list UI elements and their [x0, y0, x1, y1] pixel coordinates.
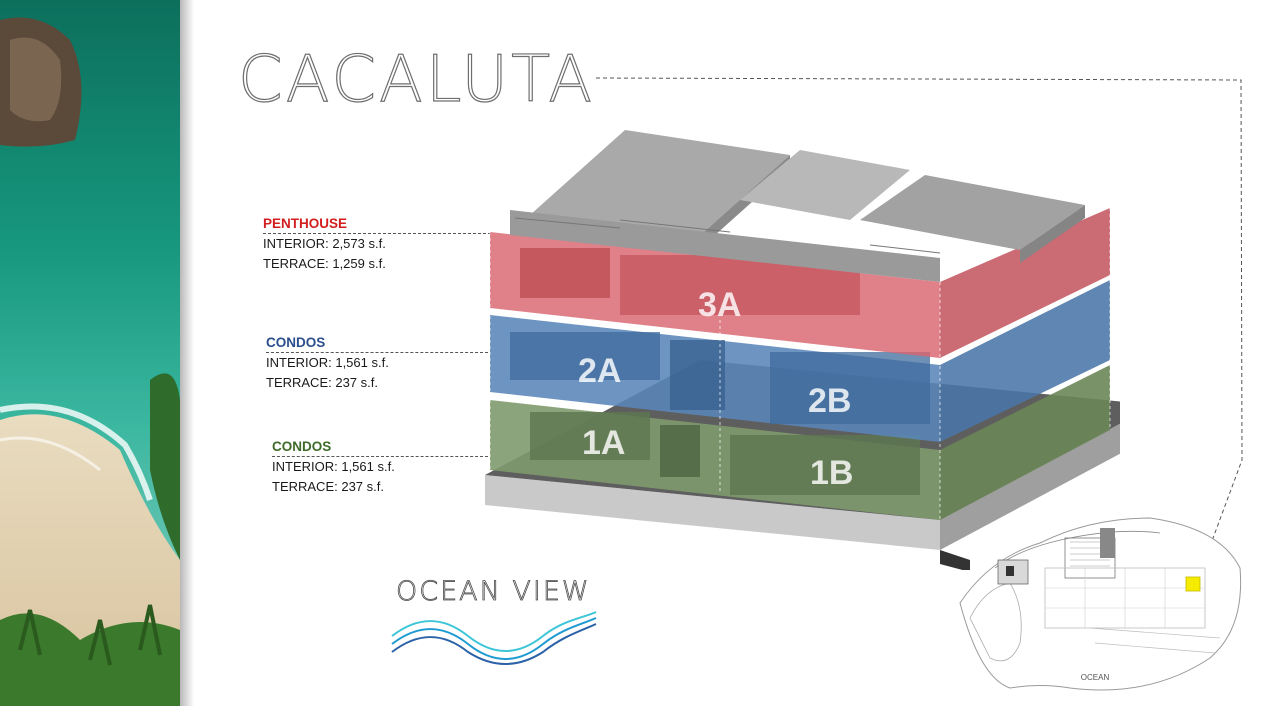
level-interior: INTERIOR: 1,561 s.f.	[272, 459, 395, 474]
beach-photo	[0, 0, 180, 706]
site-plan: OCEAN	[959, 517, 1242, 691]
leader-dash	[272, 456, 488, 457]
level-heading: PENTHOUSE	[263, 216, 348, 231]
plinth-side	[940, 423, 1120, 550]
leader-dash	[266, 352, 488, 353]
level-heading: CONDOS	[266, 335, 326, 350]
level-interior: INTERIOR: 1,561 s.f.	[266, 355, 389, 370]
roof-left	[530, 130, 790, 240]
unit-tag-1a: 1A	[582, 424, 625, 462]
waves-icon	[391, 611, 597, 665]
photo-shadow	[180, 0, 194, 706]
site-plan-ocean-label: OCEAN	[1081, 673, 1110, 682]
level-2-side	[940, 280, 1110, 442]
level-label-penthouse: PENTHOUSE INTERIOR: 2,573 s.f. TERRACE: …	[263, 214, 491, 274]
unit-tag-2b: 2B	[808, 382, 851, 420]
level-label-condos-2: CONDOS INTERIOR: 1,561 s.f. TERRACE: 237…	[266, 333, 488, 393]
level-terrace: TERRACE: 237 s.f.	[272, 479, 384, 494]
level-heading: CONDOS	[272, 439, 332, 454]
level-3-side	[940, 208, 1110, 358]
level-1-side	[940, 365, 1110, 520]
building-model: 3A 2A 2B 1A 1B	[485, 130, 1120, 570]
unit-tag-1b: 1B	[810, 454, 853, 492]
level-interior: INTERIOR: 2,573 s.f.	[263, 236, 386, 251]
roof-center	[740, 150, 910, 220]
unit-tag-3a: 3A	[698, 286, 741, 324]
leader-dash	[263, 233, 491, 234]
level-terrace: TERRACE: 1,259 s.f.	[263, 256, 386, 271]
project-title: CACALUTA	[237, 43, 596, 117]
plinth-front	[485, 475, 940, 550]
level-terrace: TERRACE: 237 s.f.	[266, 375, 378, 390]
level-label-condos-1: CONDOS INTERIOR: 1,561 s.f. TERRACE: 237…	[272, 437, 488, 497]
unit-tag-2a: 2A	[578, 352, 621, 390]
ocean-view-title: OCEAN VIEW	[396, 576, 591, 607]
roof-right	[860, 175, 1085, 250]
unit-location-marker	[1185, 576, 1201, 592]
